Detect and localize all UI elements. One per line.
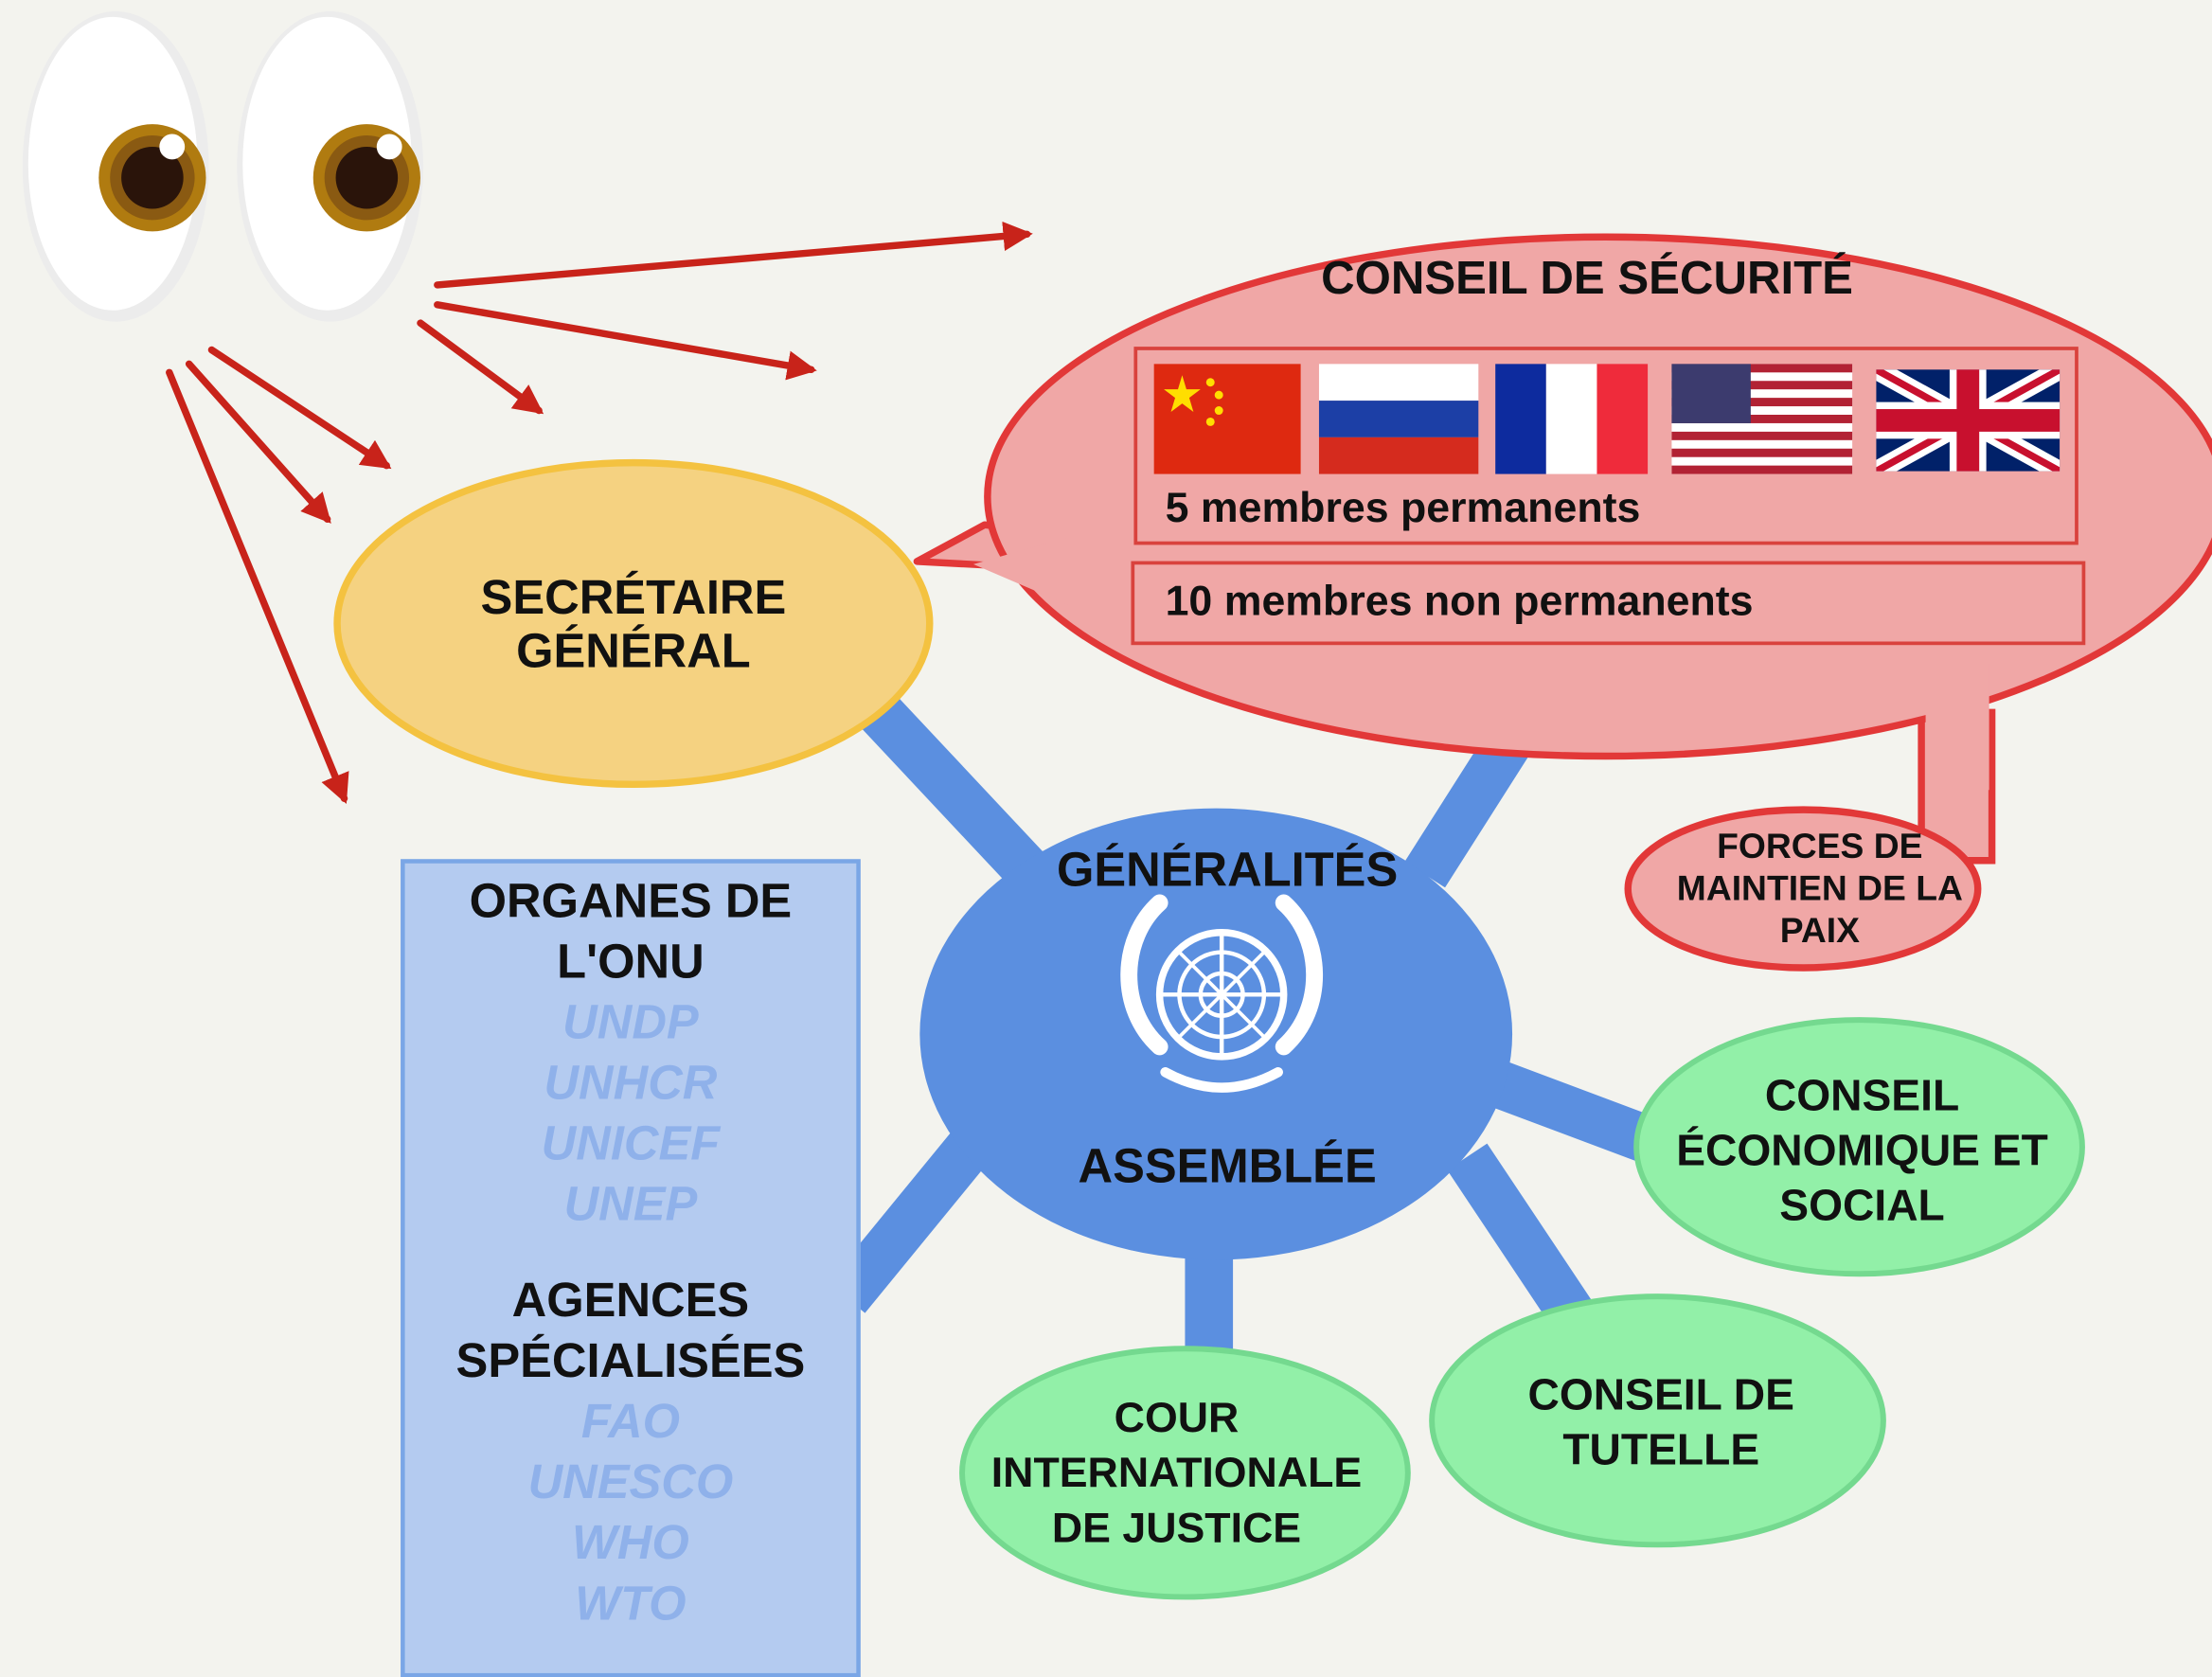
france-flag-icon [1495,364,1649,474]
permanent-members-box [1133,347,2078,545]
secretary-general-node [333,458,934,789]
trusteeship-node [1429,1293,1886,1548]
arrow-2 [434,301,817,381]
court-line: COUR [1114,1394,1240,1441]
pointer-arrows [166,221,1033,805]
trusteeship-label: CONSEIL DE TUTELLE [1467,1365,1855,1478]
ecosoc-line: SOCIAL [1779,1180,1945,1230]
organ-item: UNEP [563,1177,698,1232]
peacekeeping-node [1624,806,1982,972]
ecosoc-node [1633,1017,2085,1277]
organ-item: UNDP [562,995,699,1050]
trusteeship-line: CONSEIL DE [1527,1369,1794,1419]
agencies-heading: AGENCES [511,1274,750,1328]
secretariat-line: GÉNÉRAL [516,624,751,679]
non-permanent-members-label: 10 membres non permanents [1165,578,1754,625]
russia-flag-icon [1318,364,1479,474]
general-assembly-node [919,808,1513,1260]
agency-item: UNESCO [527,1455,734,1510]
organ-item: UNICEF [541,1116,721,1171]
peacekeeping-line: FORCES DE [1717,827,1923,866]
organs-heading: L'ONU [557,935,705,990]
security-council-title-text: CONSEIL DE SÉCURITÉ [1321,250,1853,303]
agency-item: WTO [575,1577,687,1632]
permanent-members-label: 5 membres permanents [1165,485,1641,532]
peacekeeping-line: MAINTIEN DE LA [1676,868,1963,909]
bubble-join-fill [972,536,1073,607]
uk-flag-icon [1876,369,2060,472]
non-permanent-members-box [1131,561,2086,646]
ecosoc-label: CONSEIL ÉCONOMIQUE ET SOCIAL [1650,1065,2074,1235]
peacekeeping-line: PAIX [1779,911,1860,952]
secretary-general-label: SECRÉTAIRE GÉNÉRAL [366,557,900,692]
agency-item: WHO [572,1516,689,1571]
un-bodies-panel: ORGANES DE L'ONU UNDP UNHCR UNICEF UNEP … [401,859,861,1677]
agencies-heading: SPÉCIALISÉES [455,1334,806,1388]
arrow-3 [417,319,544,415]
spoke-trusteeship [1447,1143,1600,1340]
spoke-sidebar [828,1127,992,1313]
organs-heading: ORGANES DE [469,874,793,929]
court-label: COUR INTERNATIONALE DE JUSTICE [965,1388,1388,1558]
central-subtitle-text: ASSEMBLÉE [1078,1139,1377,1194]
security-council-title: CONSEIL DE SÉCURITÉ [1270,242,1904,312]
trusteeship-line: TUTELLE [1562,1424,1760,1474]
arrow-6 [166,368,349,805]
general-assembly-subtitle: ASSEMBLÉE [973,1129,1481,1204]
organ-item: UNHCR [544,1056,718,1111]
china-flag-icon [1153,364,1301,474]
court-node [959,1346,1411,1600]
arrow-security-council [434,221,1033,289]
central-title-text: GÉNÉRALITÉS [1056,843,1399,898]
general-assembly-title: GÉNÉRALITÉS [973,832,1481,908]
arrow-5 [185,360,331,524]
un-emblem-icon [1120,894,1324,1093]
usa-flag-icon [1671,364,1853,474]
arrow-4 [207,346,392,470]
eyes-icon [22,10,423,322]
secretariat-line: SECRÉTAIRE [480,571,787,625]
court-line: INTERNATIONALE [990,1449,1363,1496]
stem-join-fill [1925,663,1989,791]
ecosoc-line: ÉCONOMIQUE ET [1676,1125,2048,1175]
court-line: DE JUSTICE [1051,1504,1302,1552]
ecosoc-line: CONSEIL [1764,1070,1960,1120]
agency-item: FAO [580,1395,681,1450]
peacekeeping-label: FORCES DE MAINTIEN DE LA PAIX [1650,824,1989,954]
